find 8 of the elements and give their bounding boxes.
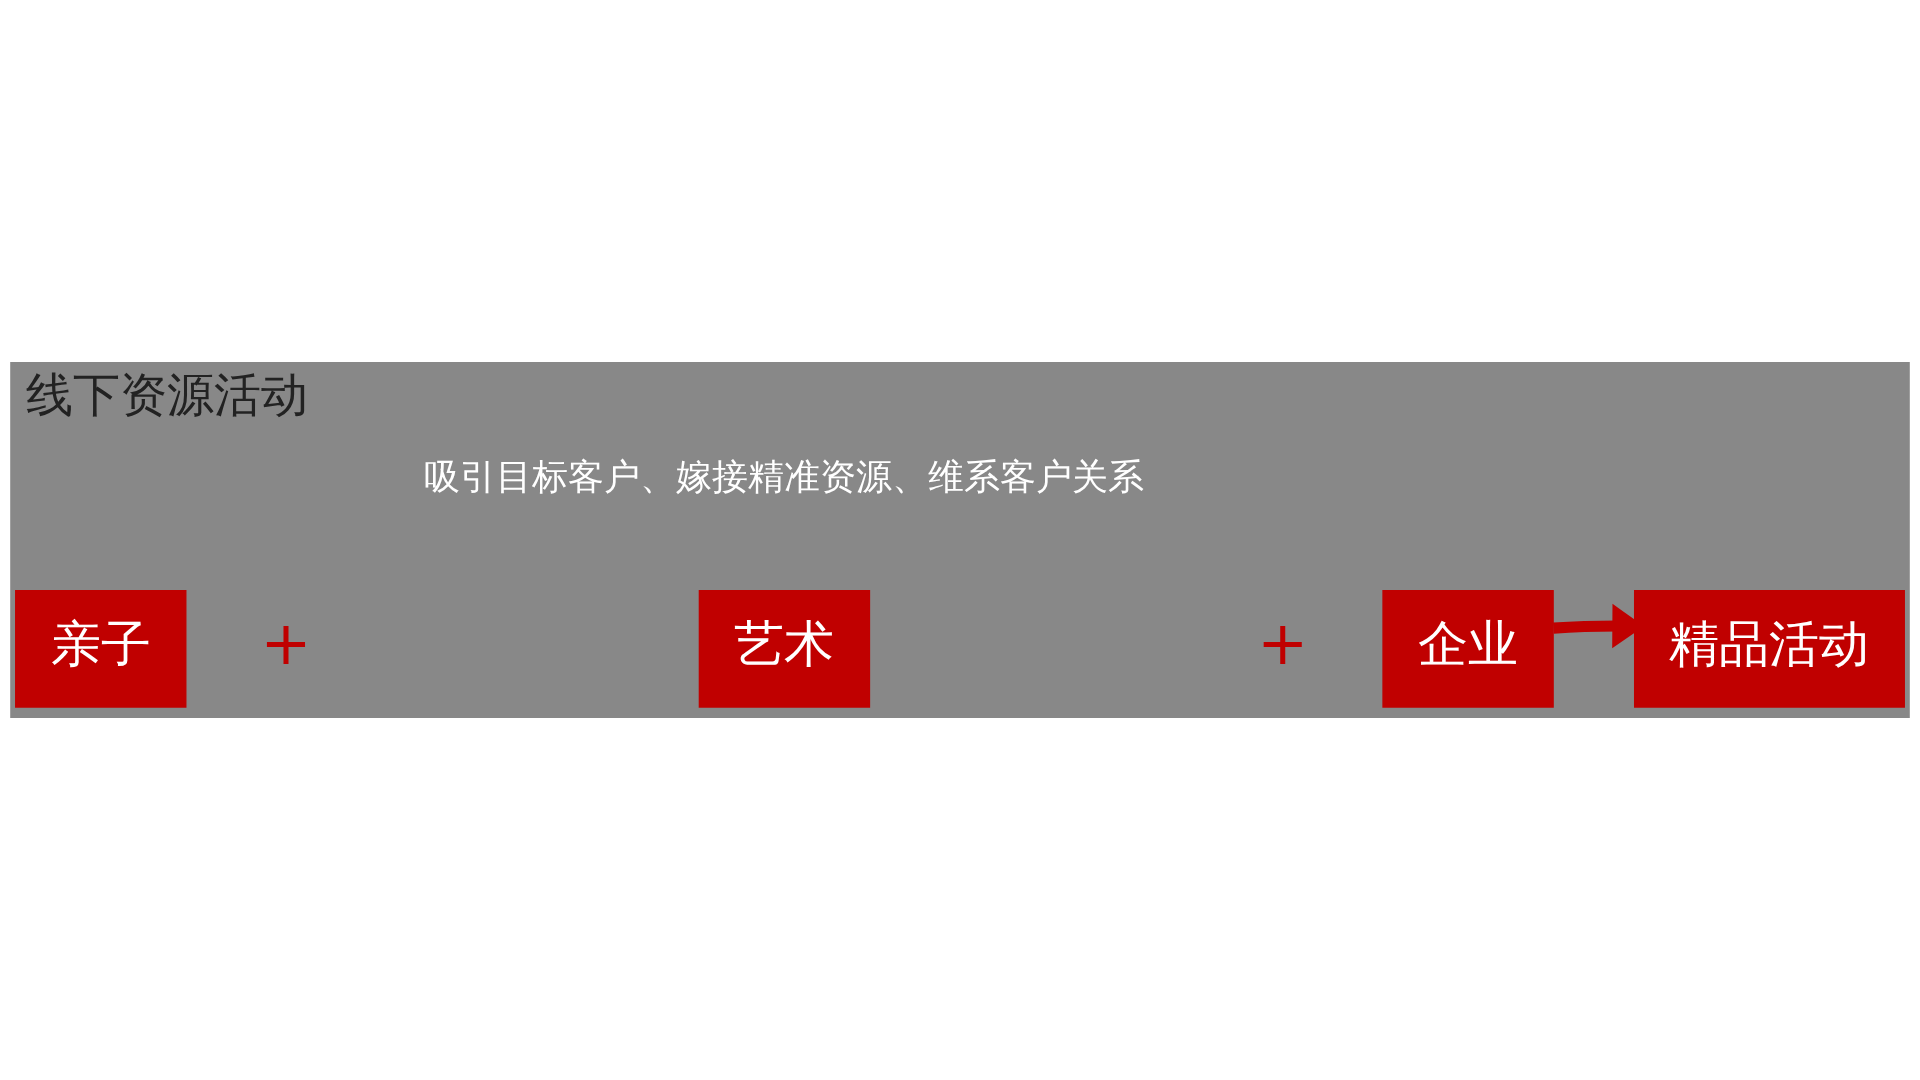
node-box: 企业 xyxy=(1382,590,1554,708)
node-box: 亲子 xyxy=(15,590,187,708)
label: 吸引目标客户、嫁接精准资源、维系客户关系 xyxy=(424,455,1145,497)
node-box: 艺术 xyxy=(698,590,871,708)
node-box: 精品活动 xyxy=(1634,590,1905,708)
label: + xyxy=(1257,608,1309,679)
label: + xyxy=(260,608,312,679)
diagram-title: 线下资源活动 xyxy=(26,366,309,422)
